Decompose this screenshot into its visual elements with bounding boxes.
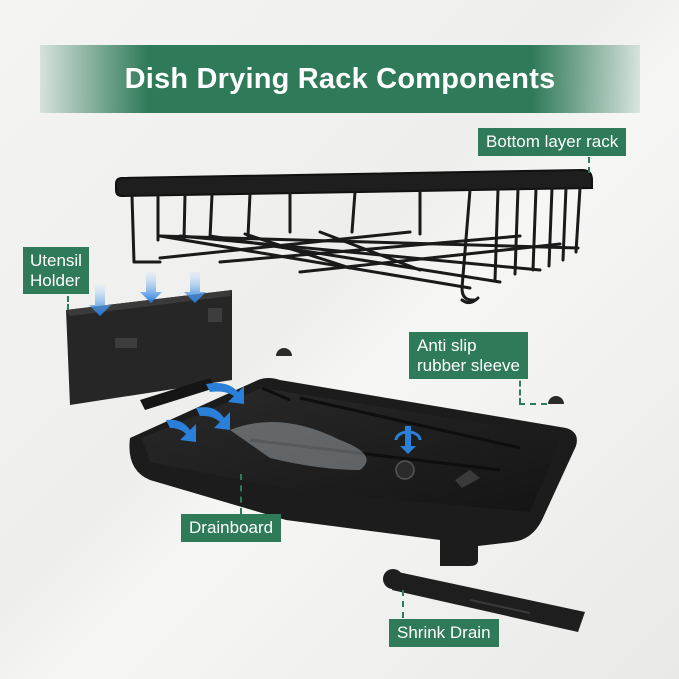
utensil-holder (66, 290, 232, 410)
label-text-line2: rubber sleeve (417, 355, 521, 375)
label-anti-slip-rubber-sleeve: Anti slip rubber sleeve (409, 332, 529, 380)
bottom-rack-callout-line (588, 157, 590, 173)
label-text: Bottom layer rack (486, 132, 619, 151)
label-shrink-drain: Shrink Drain (389, 619, 499, 647)
label-utensil-holder: Utensil Holder (23, 247, 89, 295)
label-text-line2: Holder (30, 270, 81, 290)
label-bottom-layer-rack: Bottom layer rack (478, 128, 627, 156)
label-text: Shrink Drain (397, 623, 491, 642)
shrink-drain (383, 569, 585, 632)
drainboard-tray (129, 378, 577, 566)
water-flow-arrows (89, 272, 422, 454)
bottom-layer-rack (115, 168, 593, 305)
label-text-line1: Anti slip (417, 336, 477, 355)
anti-slip-callout-line-h (519, 403, 547, 405)
anti-slip-callout-line (519, 372, 521, 404)
shrink-drain-callout-line (402, 590, 404, 618)
anti-slip-rubber-sleeves (276, 348, 564, 404)
utensil-holder-callout-line (67, 288, 69, 310)
page-title: Dish Drying Rack Components (124, 62, 556, 95)
title-banner: Dish Drying Rack Components (40, 45, 640, 113)
label-text-line1: Utensil (30, 251, 82, 270)
label-text: Drainboard (189, 518, 274, 537)
drainboard-callout-line (240, 474, 242, 514)
label-drainboard: Drainboard (181, 514, 282, 542)
